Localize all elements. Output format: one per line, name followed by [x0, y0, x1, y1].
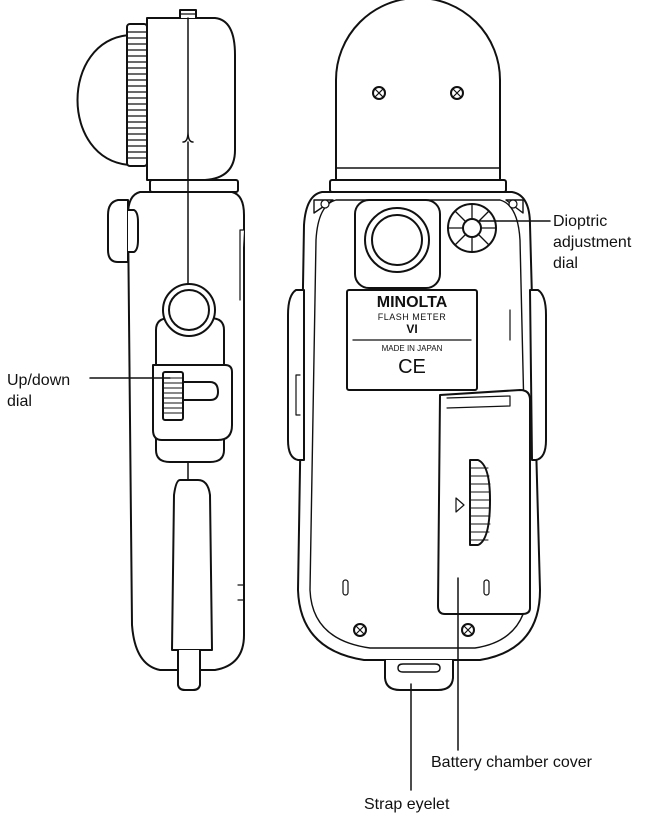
head-screws — [372, 86, 464, 100]
callout-updown-line-2: dial — [7, 393, 32, 410]
back-view — [287, 0, 547, 691]
callout-updown-line-1: Up/down — [7, 372, 71, 389]
callout-updown-dial: Up/down dial — [7, 370, 70, 412]
bottom-screws — [353, 623, 475, 637]
label-model-number: VI — [406, 322, 418, 336]
dioptric-dial — [447, 203, 497, 253]
callout-dioptric-dial: Dioptric adjustment dial — [553, 211, 631, 274]
callout-battery-cover: Battery chamber cover — [431, 754, 592, 771]
callout-dioptric-line-1: Dioptric — [553, 213, 608, 230]
side-view — [76, 9, 245, 691]
side-knurled-ring — [126, 23, 148, 167]
back-head — [335, 0, 501, 181]
side-dome — [76, 34, 131, 166]
side-head — [146, 17, 236, 181]
label-ce-mark: CE — [398, 356, 426, 378]
callout-dioptric-line-3: dial — [553, 255, 578, 272]
callout-dioptric-line-2: adjustment — [553, 234, 632, 251]
side-button — [107, 199, 129, 263]
label-brand: MINOLTA — [376, 294, 448, 311]
label-origin: MADE IN JAPAN — [381, 344, 443, 353]
callout-strap-eyelet: Strap eyelet — [364, 796, 450, 813]
leader-lines — [89, 220, 551, 791]
side-grip — [171, 479, 213, 651]
label-model-line: FLASH METER — [377, 312, 447, 322]
